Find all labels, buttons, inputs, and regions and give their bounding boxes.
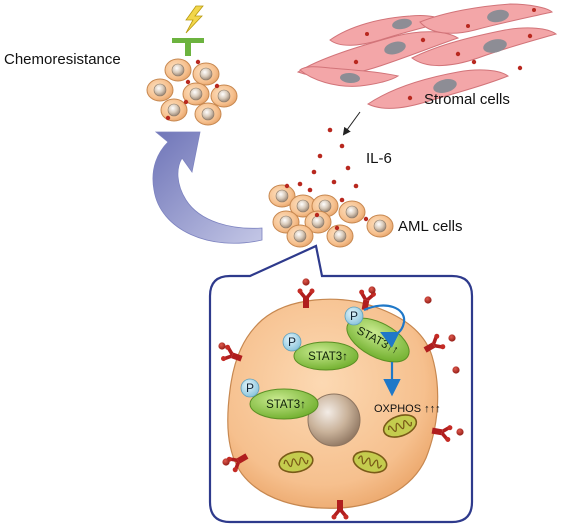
stat3-label-a: STAT3↑: [308, 351, 348, 363]
stromal-cell: [411, 27, 558, 67]
stromal-cell: [367, 69, 510, 109]
il6-molecules-inset: [218, 278, 464, 466]
oxphos-label: OXPHOS ↑↑↑: [374, 403, 441, 415]
inhibition-t-bar-icon: [172, 38, 204, 56]
aml-cell-cluster: [268, 183, 394, 248]
phospho-label-c: P: [350, 309, 358, 323]
stromal-cells-label: Stromal cells: [424, 91, 510, 108]
phospho-label-a: P: [288, 335, 296, 349]
nucleus: [307, 393, 361, 447]
chemoresistant-cell-cluster: [146, 58, 238, 126]
curved-arrow: [152, 131, 263, 244]
stat3-complex-b: STAT3↑ P: [240, 378, 319, 420]
il6-label: IL-6: [366, 150, 392, 167]
lightning-bolt-icon: [185, 5, 204, 34]
phospho-label-b: P: [246, 381, 254, 395]
stat3-complex-c: STAT3↑↑ P: [344, 306, 410, 363]
stat3-complex-a: STAT3↑ P: [282, 332, 359, 371]
il6-molecules: [297, 127, 359, 203]
stromal-cell: [419, 3, 553, 34]
secretion-arrow: [342, 111, 361, 136]
stromal-cell: [299, 66, 400, 87]
feedback-loop-arrow: [363, 304, 406, 348]
chemoresistance-label: Chemoresistance: [4, 51, 121, 68]
aml-cells-label: AML cells: [398, 218, 462, 235]
stat3-label-b: STAT3↑: [266, 399, 306, 411]
stromal-cell-group: [296, 3, 558, 109]
